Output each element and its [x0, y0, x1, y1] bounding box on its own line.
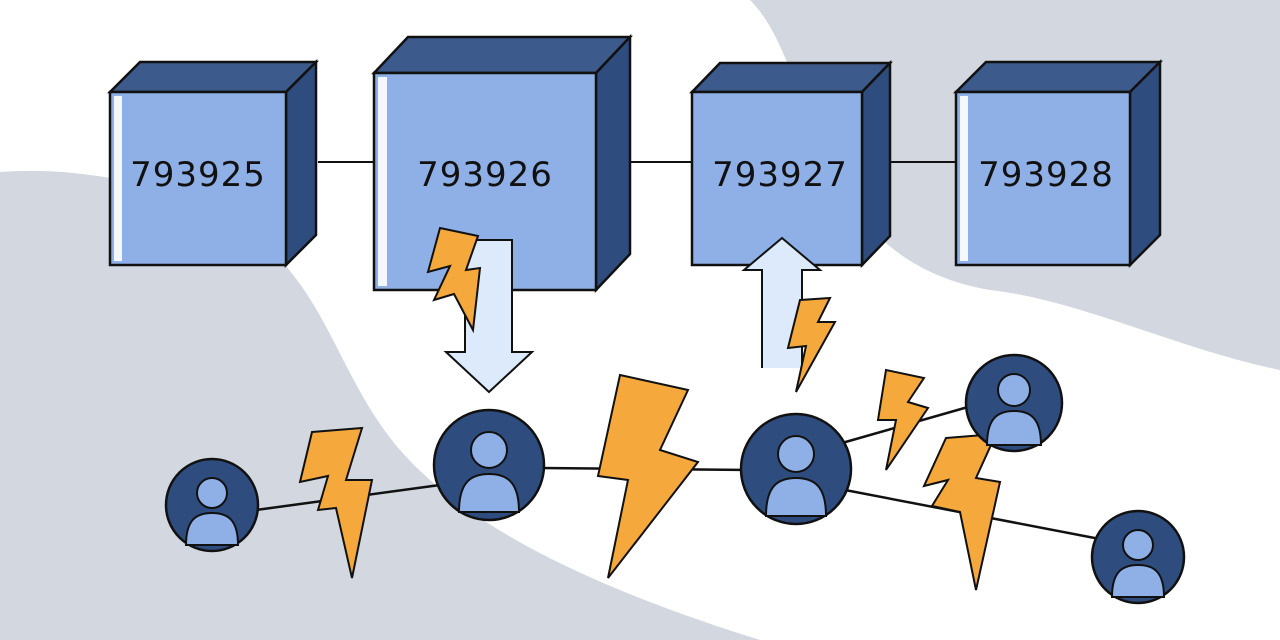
block-front-highlight [114, 96, 122, 261]
block-793925[interactable]: 793925 [106, 58, 320, 269]
block-number: 793926 [417, 155, 553, 195]
lightning-icon [596, 373, 700, 579]
block-793927[interactable]: 793927 [689, 59, 893, 269]
block-side-face [284, 58, 318, 269]
lightning-icon [426, 226, 482, 334]
user-node[interactable] [432, 408, 546, 522]
block-side-face [594, 33, 632, 294]
user-node[interactable] [739, 412, 853, 526]
block-793928[interactable]: 793928 [952, 58, 1164, 269]
block-top-face [106, 60, 320, 94]
lightning-icon [786, 296, 837, 393]
block-top-face [689, 61, 893, 94]
block-number: 793925 [130, 155, 266, 195]
network-nodes [164, 353, 1186, 605]
user-icon [1110, 529, 1166, 598]
lightning-icon [298, 426, 374, 579]
user-node[interactable] [164, 457, 260, 553]
user-icon [184, 477, 240, 546]
lightning-bolts [298, 226, 1002, 591]
user-node[interactable] [1090, 509, 1186, 605]
lightning-icon [922, 432, 1002, 591]
block-side-face [1128, 58, 1162, 269]
block-top-face [371, 35, 633, 75]
user-icon [457, 431, 521, 513]
block-front-highlight [378, 77, 387, 286]
lightning-icon [876, 368, 930, 471]
block-number: 793927 [712, 155, 848, 195]
user-icon [764, 435, 828, 517]
user-node[interactable] [964, 353, 1064, 453]
block-top-face [952, 60, 1164, 94]
block-front-face [690, 90, 864, 267]
block-side-face [860, 59, 892, 269]
user-icon [985, 373, 1043, 446]
block-front-highlight [960, 96, 968, 261]
block-front-face [954, 90, 1132, 267]
block-number: 793928 [978, 155, 1114, 195]
block-front-face [108, 90, 288, 267]
